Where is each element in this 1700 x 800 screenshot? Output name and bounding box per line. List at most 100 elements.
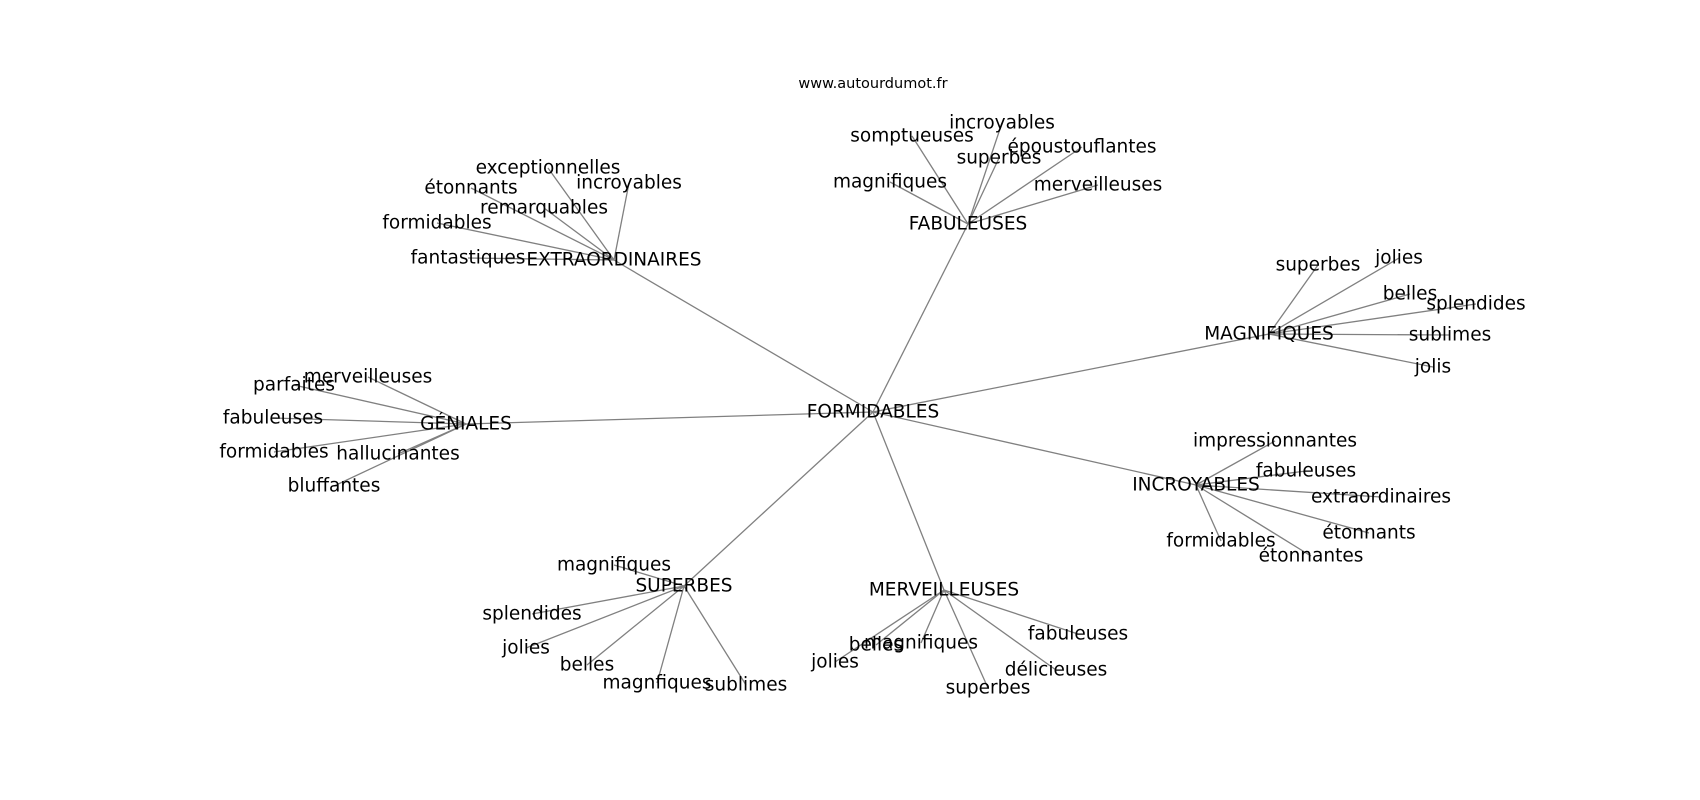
edge-extraordinaires-leaf-0 [547,167,615,261]
edge-fabuleuses-leaf-3 [967,157,1000,225]
edge-merveilleuses-leaf-4 [943,589,1057,671]
edge-geniales-leaf-1 [293,384,467,425]
hub-node-label-superbes: SUPERBES [635,576,732,597]
leaf-node-label: parfaites [253,375,335,396]
leaf-node-label: sublimes [705,675,787,696]
source-label: www.autourdumot.fr [798,76,947,92]
edge-magnifiques-leaf-1 [1268,257,1400,335]
leaf-node-label: splendides [482,604,581,625]
edge-magnifiques-leaf-4 [1268,333,1451,336]
edge-fabuleuses-leaf-2 [967,146,1083,225]
edge-incroyables-leaf-3 [1195,484,1370,534]
edge-incroyables-leaf-5 [1195,484,1312,557]
leaf-node-label: bluffantes [288,476,381,497]
leaf-node-label: formidables [382,213,491,234]
leaf-node-label: remarquables [480,198,608,219]
edge-superbes-leaf-2 [525,585,685,649]
leaf-node-label: magnifiques [557,555,671,576]
edge-superbes-leaf-3 [586,585,685,666]
leaf-node-label: fantastiques [411,248,526,269]
edge-center-merveilleuses [872,411,945,591]
edge-extraordinaires-leaf-3 [543,207,615,261]
leaf-node-label: jolies [810,652,859,673]
leaf-node-label: belles [560,655,614,676]
leaf-node-label: splendides [1426,294,1525,315]
leaf-node-label: belles [1383,284,1437,305]
edge-center-fabuleuses [872,223,969,413]
edge-geniales-leaf-0 [367,376,467,425]
leaf-node-label: magnfiques [603,673,712,694]
edge-merveilleuses-leaf-1 [875,589,945,646]
leaf-node-label: superbes [1276,255,1361,276]
edge-geniales-leaf-3 [273,423,467,453]
edge-merveilleuses-leaf-2 [920,589,945,644]
edge-incroyables-leaf-2 [1195,484,1382,498]
edge-extraordinaires-leaf-5 [467,257,615,261]
edge-fabuleuses-leaf-0 [967,122,1003,225]
edge-fabuleuses-leaf-1 [911,135,969,225]
leaf-node-label: hallucinantes [336,444,459,465]
edge-merveilleuses-leaf-3 [834,589,945,663]
edge-fabuleuses-leaf-4 [889,181,969,225]
leaf-node-label: étonnants [1322,523,1415,544]
leaf-node-label: jolis [1414,357,1451,378]
edge-incroyables-leaf-0 [1195,440,1276,486]
leaf-node-label: belles [849,635,903,656]
edge-layer [272,122,1477,689]
leaf-node-label: fabuleuses [223,408,323,429]
edge-extraordinaires-leaf-1 [470,187,615,261]
edge-fabuleuses-leaf-5 [967,184,1099,225]
leaf-node-label: impressionnantes [1193,431,1357,452]
leaf-node-label: superbes [957,148,1042,169]
leaf-node-label: somptueuses [850,126,973,147]
edge-center-superbes [683,411,874,587]
leaf-node-label: étonnantes [1259,546,1364,567]
edge-merveilleuses-leaf-0 [943,589,1079,635]
edge-superbes-leaf-0 [613,564,685,587]
edge-magnifiques-leaf-3 [1268,303,1477,335]
leaf-node-label: merveilleuses [1034,175,1163,196]
leaf-node-label: jolies [1374,248,1423,269]
leaf-node-label: délicieuses [1005,660,1107,681]
edge-geniales-leaf-5 [333,423,467,487]
edge-geniales-leaf-2 [272,417,467,425]
edge-merveilleuses-leaf-5 [943,589,989,689]
hub-node-label-fabuleuses: FABULEUSES [909,214,1028,235]
leaf-node-label: exceptionnelles [476,158,621,179]
label-layer: www.autourdumot.fr exceptionnellesétonna… [219,76,1525,699]
leaf-node-label: magnifiques [864,633,978,654]
leaf-node-label: époustouflantes [1007,137,1156,158]
edge-magnifiques-leaf-0 [1268,264,1319,335]
leaf-node-label: jolies [501,638,550,659]
edge-superbes-leaf-1 [531,585,685,615]
hub-node-label-magnifiques: MAGNIFIQUES [1204,324,1334,345]
edge-incroyables-leaf-1 [1195,470,1307,486]
edge-incroyables-leaf-4 [1195,484,1222,542]
leaf-node-label: extraordinaires [1311,487,1451,508]
leaf-node-label: incroyables [576,173,682,194]
hub-node-label-extraordinaires: EXTRAORDINAIRES [526,250,701,271]
leaf-node-label: fabuleuses [1028,624,1128,645]
edge-center-magnifiques [872,333,1270,413]
leaf-node-label: étonnants [424,178,517,199]
edge-superbes-leaf-5 [683,585,747,686]
leaf-node-label: superbes [946,678,1031,699]
leaf-node-label: magnifiques [833,172,947,193]
center-node-label: FORMIDABLES [807,402,939,423]
edge-magnifiques-leaf-5 [1268,333,1434,368]
leaf-node-label: incroyables [949,113,1055,134]
hub-node-label-merveilleuses: MERVEILLEUSES [869,580,1019,601]
hub-node-label-incroyables: INCROYABLES [1132,475,1260,496]
edge-center-incroyables [872,411,1197,486]
edge-center-geniales [465,411,874,425]
edge-magnifiques-leaf-2 [1268,293,1411,335]
leaf-node-label: sublimes [1409,325,1491,346]
edge-extraordinaires-leaf-4 [436,222,615,261]
leaf-node-label: merveilleuses [304,367,433,388]
hub-node-label-geniales: GÉNIALES [420,413,512,435]
edge-superbes-leaf-4 [656,585,685,684]
edge-extraordinaires-leaf-2 [613,182,630,261]
leaf-node-label: formidables [1166,531,1275,552]
leaf-node-label: fabuleuses [1256,461,1356,482]
